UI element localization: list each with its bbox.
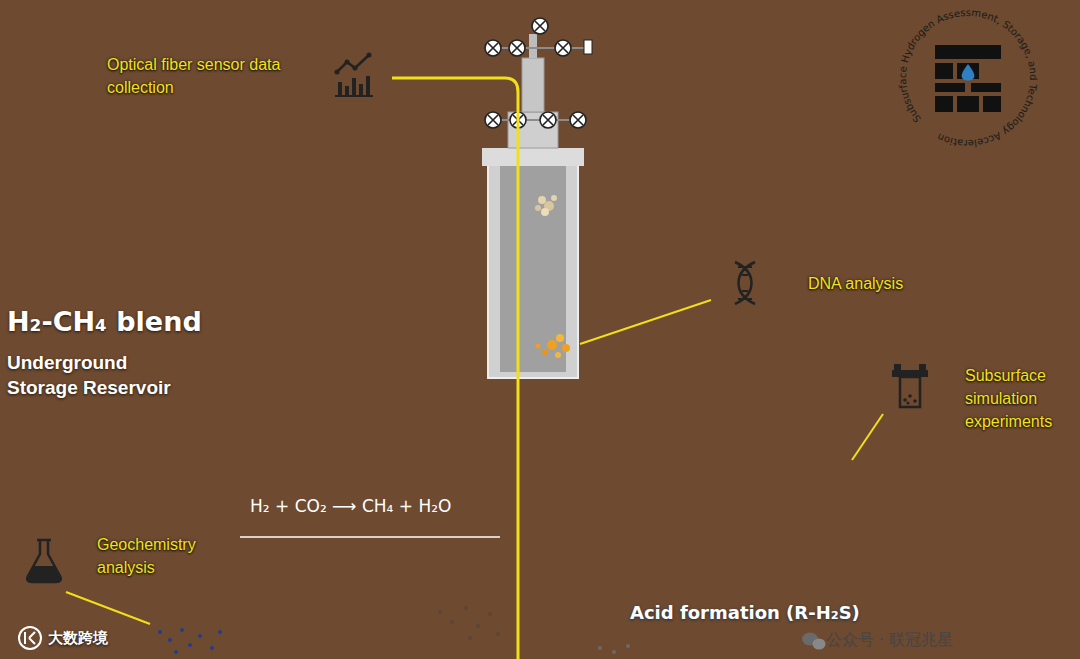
storage-reservoir: H₂ + CO₂ ⟶ CH₄ + H₂O	[130, 355, 1030, 570]
callout-circle	[319, 42, 391, 114]
deep-water-ground	[0, 556, 1080, 659]
callout-label: Geochemistry analysis	[97, 533, 212, 579]
callout-circle	[874, 352, 946, 424]
reaction-equation: H₂ + CO₂ ⟶ CH₄ + H₂O	[250, 495, 451, 517]
microbe-cluster	[536, 334, 571, 358]
particle-dots	[158, 606, 630, 654]
leader-line	[66, 592, 150, 624]
watermark-icon	[802, 633, 826, 650]
callout-circle-shape	[318, 41, 392, 115]
sample-cluster	[535, 195, 557, 216]
valve-symbol	[485, 112, 501, 128]
simulation-icon	[892, 364, 928, 407]
flask-icon	[27, 540, 61, 582]
logo-ring-text: Subsurface Hydrogen Assessment, Storage,…	[897, 7, 1039, 149]
surface-ground	[0, 0, 1080, 150]
equation-rule	[240, 536, 500, 538]
aquifer	[0, 181, 1080, 265]
callout-circle: Geochemistry analysis	[8, 524, 80, 596]
valve-symbol	[532, 18, 548, 34]
valve-symbol	[555, 40, 571, 56]
watermark: 公众号 · 联冠兆星	[826, 630, 953, 650]
valve-symbol	[570, 112, 586, 128]
callout-circle-shape	[8, 524, 80, 596]
chart-icon	[335, 53, 374, 97]
callout-circle	[709, 247, 781, 319]
callout-circle-shape	[708, 246, 782, 320]
well-casing	[488, 150, 578, 378]
valve-symbol	[485, 40, 501, 56]
callout-label: DNA analysis	[808, 272, 903, 295]
zone-label: Acid formation (R-H₂S)	[630, 601, 860, 625]
rock-formation	[981, 517, 1080, 635]
callout-circle: Subsurface simulation experiments	[873, 351, 947, 425]
leader-line	[580, 300, 711, 344]
valve-pipe	[493, 48, 588, 120]
callout-label: Subsurface simulation experiments	[965, 364, 1065, 433]
reservoir-title: H₂-CH₄ blend	[7, 306, 202, 338]
rock-texture	[1000, 544, 1075, 585]
callout-circle: Optical fiber sensor data collection	[318, 41, 392, 115]
storage-reservoir	[130, 355, 1028, 569]
gauge-symbol	[584, 40, 592, 54]
valve-symbol	[540, 112, 556, 128]
sky-band	[0, 0, 1080, 32]
callout-label: Optical fiber sensor data collection	[107, 53, 287, 99]
well-collar	[482, 148, 584, 166]
watermark: 大数跨境	[48, 628, 108, 648]
acid-formation-zone	[140, 562, 1010, 659]
callout-circle: DNA analysis	[708, 246, 782, 320]
leader-line	[852, 414, 883, 460]
rock-formation	[0, 516, 238, 612]
watermark-logo	[19, 627, 41, 649]
callout-circle-shape	[873, 351, 947, 425]
dna-icon	[735, 262, 755, 304]
tan-rock-layer	[640, 318, 1080, 560]
topsoil-layer	[0, 150, 1080, 236]
valve-symbol	[509, 40, 525, 56]
callout-circle	[9, 525, 79, 595]
storage-reservoir-shape	[130, 355, 1030, 570]
aquifer-highlight	[0, 185, 1080, 243]
wellhead	[508, 112, 558, 148]
wellhead	[529, 34, 537, 58]
well-bore	[500, 160, 566, 372]
valve-symbol	[510, 112, 526, 128]
logo-mark	[935, 45, 1001, 112]
wellhead	[522, 58, 544, 112]
reservoir-subtitle: Underground Storage Reservoir	[7, 350, 185, 400]
optical-fiber	[392, 78, 518, 659]
